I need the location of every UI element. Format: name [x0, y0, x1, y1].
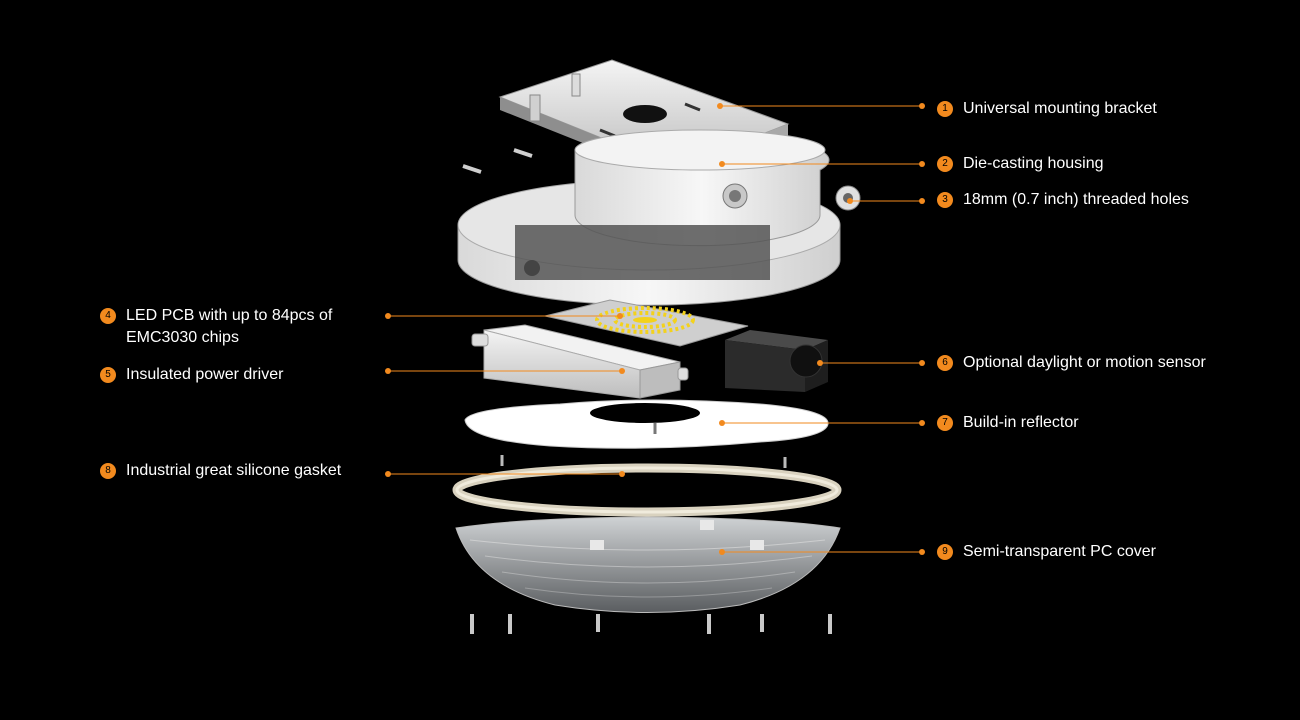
callout-2: 2 Die-casting housing	[937, 153, 1104, 175]
callout-label: Build-in reflector	[963, 414, 1079, 431]
callout-label: 18mm (0.7 inch) threaded holes	[963, 191, 1189, 208]
die-casting-housing	[457, 129, 861, 306]
callout-5: 5 Insulated power driver	[100, 364, 283, 386]
callout-label-line: EMC3030 chips	[126, 329, 239, 346]
leader-lines	[388, 105, 922, 553]
callout-label: Universal mounting bracket	[963, 100, 1157, 117]
callout-label: Semi-transparent PC cover	[963, 543, 1156, 560]
sensor-module	[725, 330, 828, 392]
number-badge: 2	[937, 156, 953, 172]
number-badge: 1	[937, 101, 953, 117]
cover-screws	[470, 614, 832, 634]
callout-label-line: LED PCB with up to 84pcs of	[126, 307, 333, 324]
number-badge: 3	[937, 192, 953, 208]
number-badge: 7	[937, 415, 953, 431]
leader-dots	[385, 103, 925, 555]
callout-label: Die-casting housing	[963, 155, 1104, 172]
callout-label: Optional daylight or motion sensor	[963, 354, 1206, 371]
callout-8: 8 Industrial great silicone gasket	[100, 460, 341, 482]
reflector	[464, 399, 829, 449]
number-badge: 9	[937, 544, 953, 560]
number-badge: 6	[937, 355, 953, 371]
callout-6: 6 Optional daylight or motion sensor	[937, 352, 1206, 374]
callout-label: LED PCB with up to 84pcs of EMC3030 chip…	[126, 305, 332, 349]
callout-label: Insulated power driver	[126, 366, 284, 383]
callout-9: 9 Semi-transparent PC cover	[937, 541, 1156, 563]
pc-cover	[455, 516, 841, 613]
number-badge: 5	[100, 367, 116, 383]
callout-7: 7 Build-in reflector	[937, 412, 1079, 434]
callout-1: 1 Universal mounting bracket	[937, 98, 1157, 120]
callout-4: 4 LED PCB with up to 84pcs of EMC3030 ch…	[100, 305, 332, 349]
number-badge: 4	[100, 308, 116, 324]
callout-3: 3 18mm (0.7 inch) threaded holes	[937, 189, 1189, 211]
callout-label: Industrial great silicone gasket	[126, 462, 342, 479]
gasket-screws	[500, 455, 787, 468]
silicone-gasket	[452, 463, 842, 517]
number-badge: 8	[100, 463, 116, 479]
housing-screws	[462, 148, 533, 174]
power-driver	[471, 324, 689, 399]
led-pcb	[544, 299, 749, 347]
